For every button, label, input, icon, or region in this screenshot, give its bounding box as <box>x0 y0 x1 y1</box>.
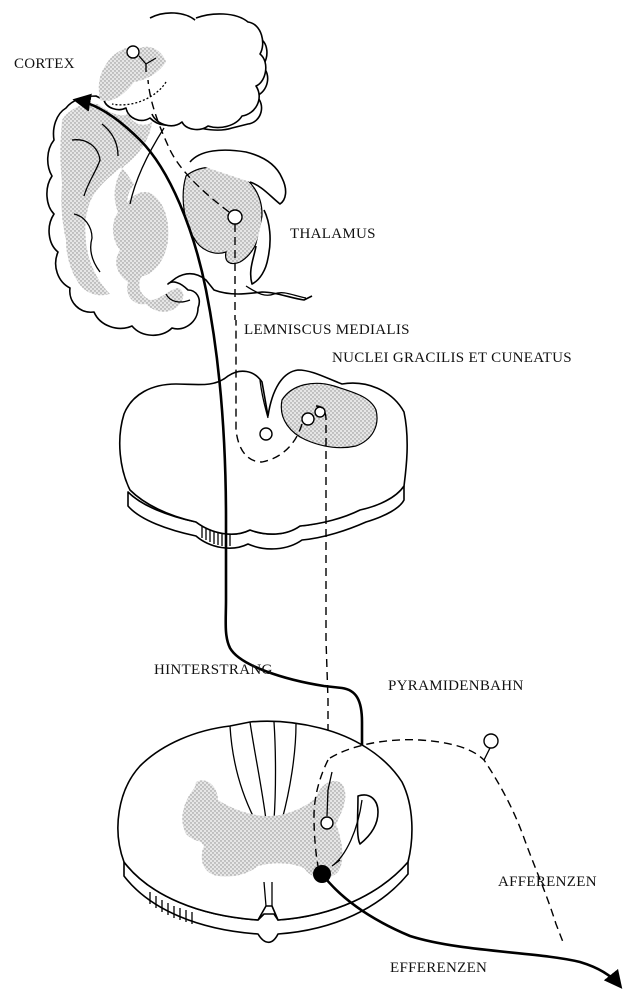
spinal-interneuron <box>321 817 333 829</box>
dorsal-root-ganglion <box>484 734 498 748</box>
label-afferenzen: AFFERENZEN <box>498 874 597 890</box>
lemniscus-cross-section <box>260 428 272 440</box>
cortex-neuron <box>127 46 139 58</box>
afferent-ganglion-stem <box>484 748 490 760</box>
label-pyramidenbahn: PYRAMIDENBAHN <box>388 678 524 694</box>
spinal-cord-section <box>118 721 620 986</box>
brain-section <box>47 13 312 335</box>
thalamus-neuron <box>228 210 242 224</box>
label-cortex: CORTEX <box>14 56 75 72</box>
label-thalamus: THALAMUS <box>290 226 376 242</box>
medulla-outline <box>120 370 407 534</box>
label-hinterstrang: HINTERSTRANG <box>154 662 273 678</box>
label-lemniscus-medialis: LEMNISCUS MEDIALIS <box>244 322 410 338</box>
label-efferenzen: EFFERENZEN <box>390 960 487 976</box>
nuclei-neuron-2 <box>315 407 325 417</box>
nuclei-neuron <box>302 413 314 425</box>
label-nuclei-gracilis-cuneatus: NUCLEI GRACILIS ET CUNEATUS <box>332 350 572 366</box>
